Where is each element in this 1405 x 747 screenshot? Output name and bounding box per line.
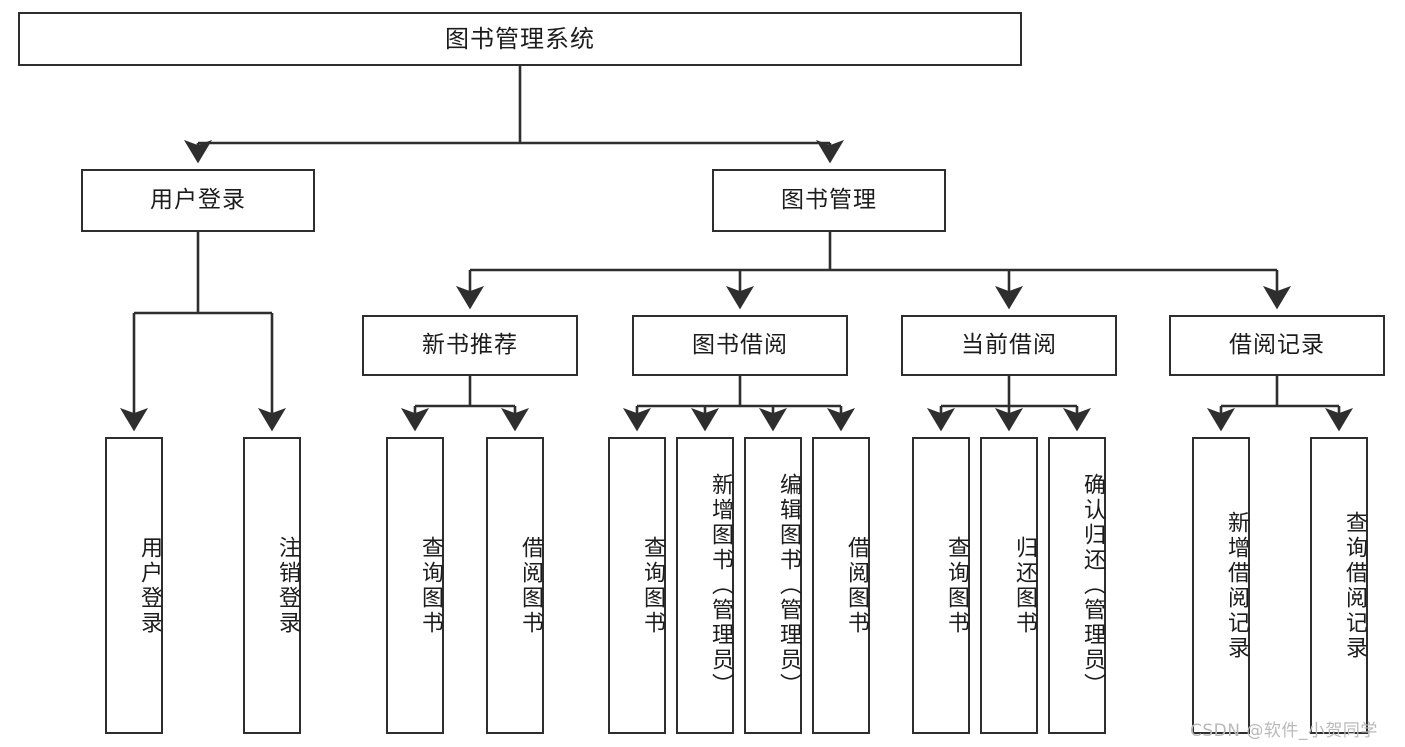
node-label: 新增图书（管理员） — [708, 473, 733, 698]
node-leaf-borrow-book-2[interactable]: 借阅图书 — [812, 437, 870, 734]
node-label: 图书借阅 — [692, 332, 788, 359]
node-label: 图书管理系统 — [445, 25, 595, 53]
node-label: 当前借阅 — [961, 332, 1057, 359]
node-label: 查询图书 — [944, 535, 969, 636]
node-label: 用户登录 — [150, 187, 246, 214]
node-leaf-query-book-2[interactable]: 查询图书 — [608, 437, 666, 734]
node-current-borrow[interactable]: 当前借阅 — [901, 315, 1117, 376]
node-label: 借阅图书 — [844, 535, 869, 636]
csdn-watermark: CSDN @软件_小贺同学 — [1190, 721, 1378, 741]
node-book-management[interactable]: 图书管理 — [712, 169, 946, 232]
node-label: 查询借阅记录 — [1342, 510, 1367, 661]
node-label: 图书管理 — [781, 187, 877, 214]
node-label: 注销登录 — [275, 535, 300, 636]
node-new-book-recommend[interactable]: 新书推荐 — [362, 315, 578, 376]
node-label: 查询图书 — [640, 535, 665, 636]
node-leaf-confirm-return[interactable]: 确认归还（管理员） — [1048, 437, 1106, 734]
node-leaf-query-book-3[interactable]: 查询图书 — [912, 437, 970, 734]
node-root-book-management-system[interactable]: 图书管理系统 — [18, 12, 1022, 66]
node-label: 借阅记录 — [1229, 332, 1325, 359]
node-label: 查询图书 — [418, 535, 443, 636]
node-label: 确认归还（管理员） — [1080, 473, 1105, 698]
node-label: 新书推荐 — [422, 332, 518, 359]
node-book-borrow[interactable]: 图书借阅 — [632, 315, 848, 376]
node-leaf-add-book[interactable]: 新增图书（管理员） — [676, 437, 734, 734]
node-leaf-add-record[interactable]: 新增借阅记录 — [1192, 437, 1250, 734]
node-leaf-borrow-book-1[interactable]: 借阅图书 — [486, 437, 544, 734]
node-label: 归还图书 — [1012, 535, 1037, 636]
node-user-login[interactable]: 用户登录 — [81, 169, 315, 232]
node-leaf-logout-login[interactable]: 注销登录 — [243, 437, 301, 734]
node-label: 借阅图书 — [518, 535, 543, 636]
node-label: 新增借阅记录 — [1224, 510, 1249, 661]
node-leaf-user-login[interactable]: 用户登录 — [105, 437, 163, 734]
node-leaf-edit-book[interactable]: 编辑图书（管理员） — [744, 437, 802, 734]
node-borrow-record[interactable]: 借阅记录 — [1169, 315, 1385, 376]
node-label: 编辑图书（管理员） — [776, 473, 801, 698]
node-label: 用户登录 — [137, 535, 162, 636]
node-leaf-return-book[interactable]: 归还图书 — [980, 437, 1038, 734]
node-leaf-query-book-1[interactable]: 查询图书 — [386, 437, 444, 734]
node-leaf-query-record[interactable]: 查询借阅记录 — [1310, 437, 1368, 734]
